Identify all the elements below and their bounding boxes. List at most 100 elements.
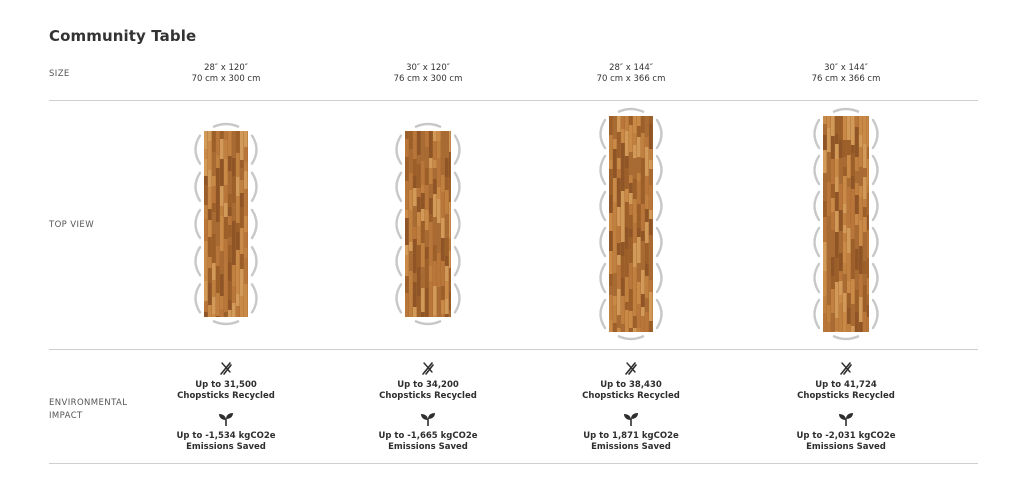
chopsticks-count: Up to 38,430 [600,380,662,390]
wood-strip [625,168,629,189]
wood-strip [641,294,645,307]
wood-strip [617,315,621,328]
seat-right [871,118,879,150]
wood-strip [409,190,413,198]
wood-strip [855,171,859,183]
environmental-cell: Up to 38,430 Chopsticks Recycled Up to 1… [541,360,721,452]
wood-strip [851,116,855,145]
wood-strip [425,247,429,259]
wood-strip [240,193,244,207]
wood-strip [613,305,617,323]
wood-strip [867,294,869,305]
wood-strip [224,159,228,185]
wood-strip [867,147,869,159]
wood-strip [613,231,617,253]
wood-strip [629,289,633,311]
wood-strip [645,298,649,312]
wood-strip [232,158,236,176]
wood-strip [240,228,244,254]
wood-strip [429,168,433,184]
wood-strip [645,222,649,243]
wood-strip [449,238,451,251]
wood-strip [417,131,421,142]
wood-strip [609,135,613,160]
wood-strip [409,222,413,242]
wood-strip [633,158,637,179]
wood-strip [847,281,851,293]
wood-strip [240,269,244,296]
wood-strip [831,230,835,257]
wood-strip [827,128,831,152]
wood-strip [613,253,617,273]
wood-strip [429,301,433,314]
wood-strip [204,219,208,241]
wood-strip [204,281,208,301]
wood-strip [847,253,851,281]
wood-strip [220,139,224,159]
size-metric: 76 cm x 366 cm [811,74,881,84]
wood-strip [613,323,617,332]
wood-strip [236,177,240,196]
wood-strip [649,219,653,235]
wood-strip [863,168,867,177]
wood-strip [867,215,869,230]
wood-strip [851,326,855,332]
wood-strip [637,237,641,263]
wood-strip [863,261,867,274]
wood-strip [855,249,859,270]
wood-strip [208,268,212,283]
wood-strip [629,204,633,215]
sprout-icon [624,413,638,426]
table-top-view [813,107,879,341]
wood-strip [244,189,248,216]
wood-strip [843,176,847,204]
wood-strip [617,243,621,255]
wood-strip [637,181,641,204]
wood-strip [220,206,224,216]
wood-strip [839,210,843,231]
wood-strip [625,324,629,332]
wood-strip [429,254,433,266]
wood-strip [835,292,839,318]
wood-strip [823,124,827,135]
wood-strip [625,189,629,202]
wood-strip [216,293,220,316]
wood-strip [847,308,851,324]
wood-strip [863,199,867,207]
wood-strip [641,241,645,270]
wood-strip [621,129,625,143]
wood-strip [445,214,449,238]
wood-strip [855,145,859,157]
wood-strip [220,243,224,251]
emissions-label: Emissions Saved [591,441,671,452]
wood-strip [433,168,437,179]
wood-strip [441,159,445,175]
wood-strip [409,210,413,222]
wood-strip [617,226,621,243]
wood-strip [433,141,437,160]
wood-strip [433,160,437,168]
wood-strip [823,135,827,150]
wood-strip [425,288,429,317]
wood-strip [224,296,228,312]
wood-strip [835,232,839,258]
wood-strip [437,253,441,267]
wood-strip [421,148,425,161]
wood-strip [208,292,212,305]
wood-strip [441,300,445,314]
wood-strip [847,155,851,178]
wood-strip [617,265,621,289]
wood-strip [633,145,637,158]
wood-strip [823,173,827,201]
wood-strip [637,282,641,304]
wood-strip [208,141,212,170]
emissions-label: Emissions Saved [388,441,468,452]
wood-strip [831,289,835,313]
wood-strip [212,212,216,234]
wood-strip [220,168,224,186]
wood-strip [649,116,653,124]
wood-strip [629,125,633,152]
seat-left [395,283,403,314]
wood-strip [240,296,244,305]
wood-strip [645,264,649,276]
